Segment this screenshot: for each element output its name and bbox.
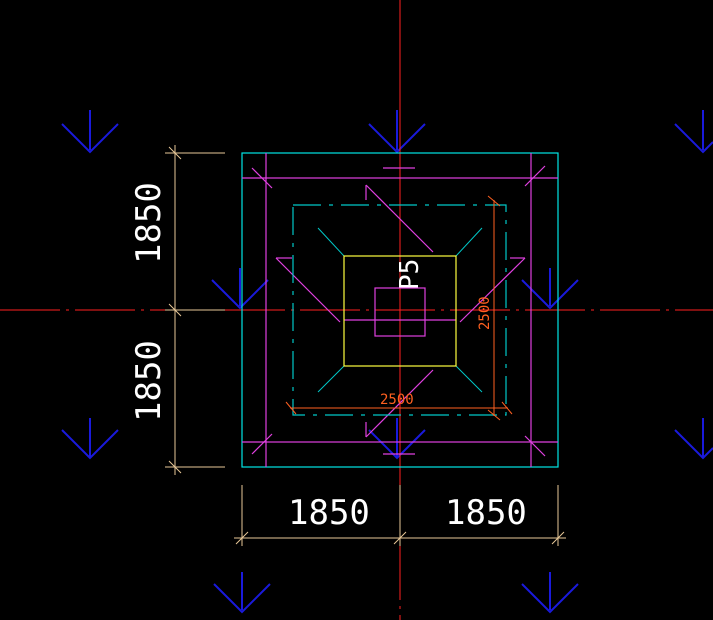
down-arrow-icon — [368, 418, 426, 460]
column-outline — [343, 255, 457, 367]
inner-dimensions — [285, 195, 513, 421]
dim-left-upper: 1850 — [129, 182, 169, 264]
inner-dim-vertical: 2500 — [477, 296, 493, 330]
slope-lines — [317, 227, 483, 393]
footing-outline — [241, 152, 559, 468]
bottom-dimension-chain — [234, 485, 566, 546]
down-arrow-icon — [368, 110, 426, 154]
left-dimension-chain — [165, 145, 225, 475]
down-arrow-icon — [211, 268, 269, 310]
down-arrow-icon — [61, 110, 119, 154]
down-arrow-icon — [674, 110, 713, 154]
down-arrow-icon — [674, 418, 713, 460]
down-arrow-icon — [61, 418, 119, 460]
inner-dim-horizontal: 2500 — [380, 392, 414, 408]
footing-step-outline — [292, 204, 507, 416]
dim-left-lower: 1850 — [129, 340, 169, 422]
down-arrow-icon — [213, 572, 271, 614]
column-tag-right: P5 — [395, 259, 425, 290]
down-arrow-icon — [521, 572, 579, 614]
dim-bottom-left: 1850 — [288, 493, 370, 533]
dim-bottom-right: 1850 — [445, 493, 527, 533]
rebar-outline — [242, 153, 558, 467]
arrow-symbols — [61, 110, 713, 614]
